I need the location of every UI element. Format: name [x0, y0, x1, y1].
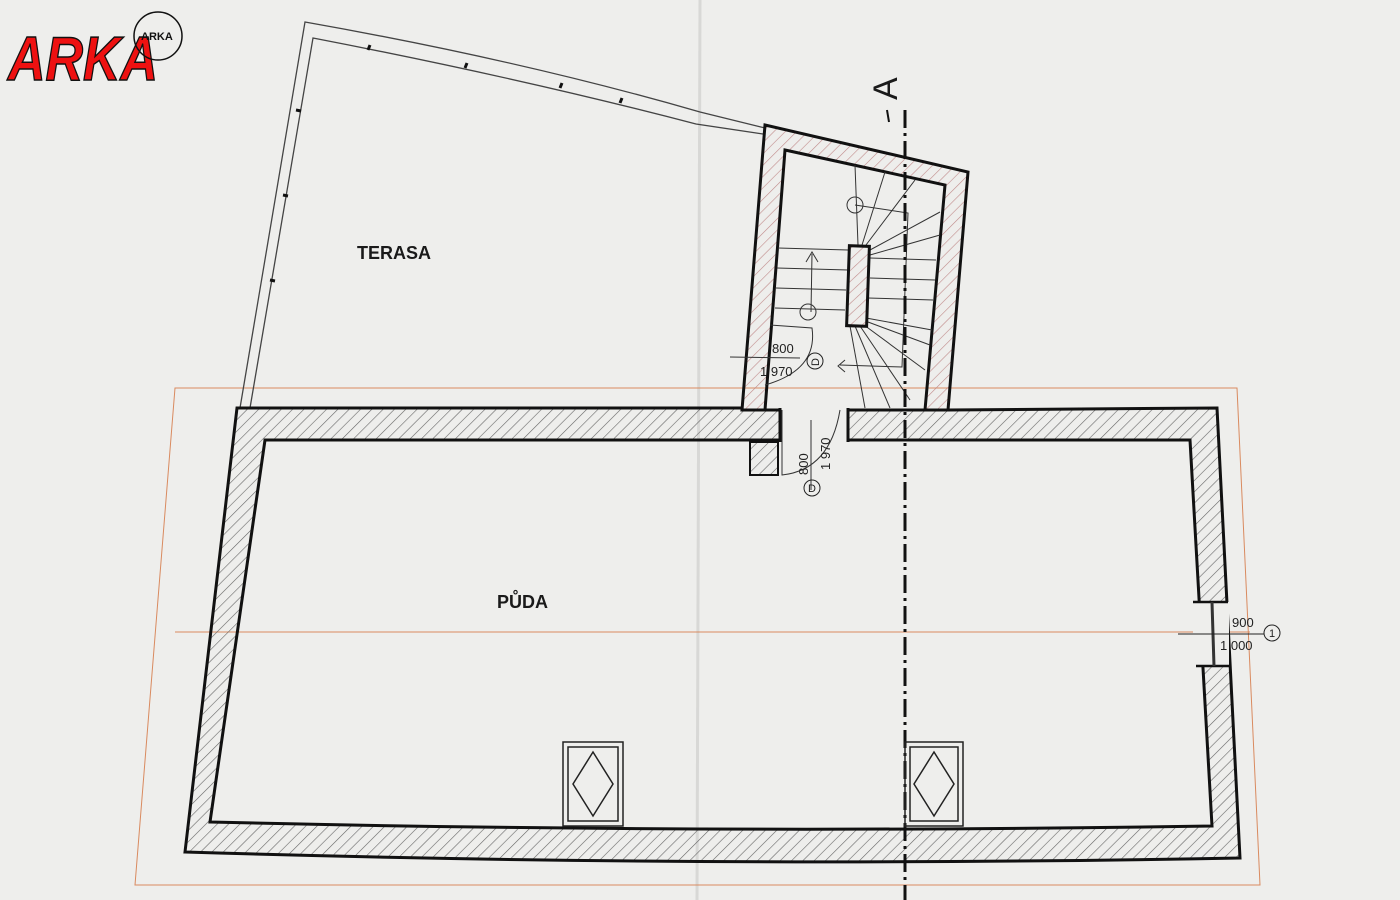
room-label-puda: PŮDA — [497, 590, 548, 612]
section-label: A — [867, 77, 905, 100]
arka-logo: ARKA ARKA — [6, 11, 183, 95]
door-opening — [780, 406, 848, 444]
door-tag: D — [808, 483, 816, 495]
door-swings — [729, 324, 841, 490]
main-walls — [183, 406, 1242, 864]
door-tag-circle — [806, 352, 824, 370]
door-height: 1 970 — [818, 437, 833, 470]
stairs — [774, 164, 941, 409]
door-tag: D — [810, 358, 822, 366]
door-tag-circle — [803, 479, 821, 497]
window-tag-circle — [1263, 624, 1281, 642]
window-height: 1 000 — [1220, 638, 1253, 653]
terrace-outline — [239, 21, 766, 409]
door-height: 1 970 — [760, 364, 793, 379]
door-width: 800 — [796, 453, 811, 475]
wall-pier — [749, 441, 779, 476]
stair-tower-walls — [740, 123, 970, 412]
door-width: 800 — [772, 341, 794, 356]
room-label-terasa: TERASA — [357, 243, 431, 263]
skylight — [904, 741, 964, 827]
paper-fold — [695, 0, 702, 900]
stair-pillar — [845, 244, 871, 328]
svg-text:ARKA: ARKA — [6, 25, 158, 94]
window-width: 900 — [1232, 615, 1254, 630]
window-tag: 1 — [1269, 628, 1275, 640]
skylight — [562, 741, 624, 827]
svg-text:ARKA: ARKA — [141, 31, 173, 43]
